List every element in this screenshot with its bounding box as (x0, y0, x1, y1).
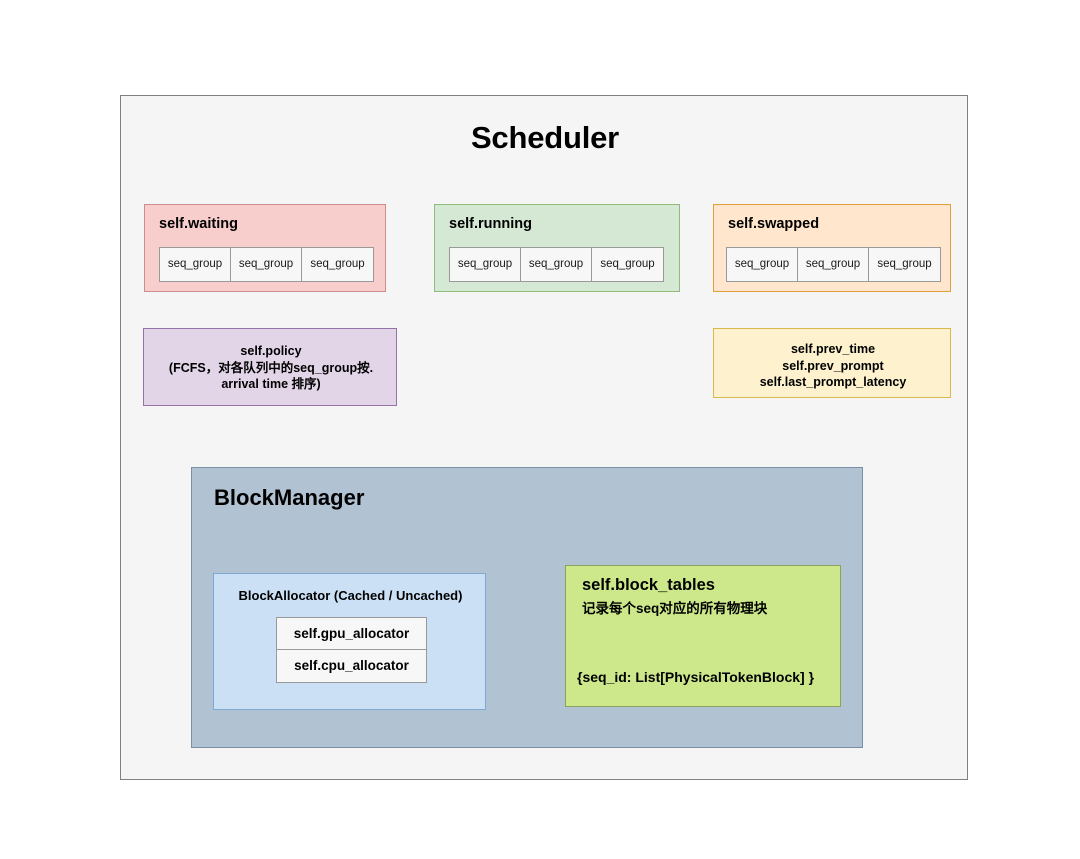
queue-box-running: self.running seq_group seq_group seq_gro… (434, 204, 680, 292)
gpu-allocator-cell: self.gpu_allocator (277, 618, 426, 650)
seq-group-row-swapped: seq_group seq_group seq_group (726, 247, 941, 282)
block-allocator-box: BlockAllocator (Cached / Uncached) self.… (213, 573, 486, 710)
timing-line-prev-prompt: self.prev_prompt (782, 358, 884, 373)
policy-box: self.policy (FCFS，对各队列中的seq_group按. arri… (143, 328, 397, 406)
seq-group-cell: seq_group (869, 248, 940, 281)
policy-text: self.policy (FCFS，对各队列中的seq_group按. arri… (168, 344, 374, 391)
block-tables-schema: {seq_id: List[PhysicalTokenBlock] } (577, 669, 815, 685)
seq-group-cell: seq_group (231, 248, 302, 281)
allocator-cell-stack: self.gpu_allocator self.cpu_allocator (276, 617, 427, 683)
block-tables-title: self.block_tables (582, 576, 715, 594)
queue-box-swapped: self.swapped seq_group seq_group seq_gro… (713, 204, 951, 292)
block-tables-subtitle: 记录每个seq对应的所有物理块 (582, 601, 768, 616)
seq-group-cell: seq_group (798, 248, 869, 281)
scheduler-container: Scheduler self.waiting seq_group seq_gro… (120, 95, 968, 780)
page-title: Scheduler (470, 120, 620, 155)
seq-group-cell: seq_group (160, 248, 231, 281)
seq-group-row-running: seq_group seq_group seq_group (449, 247, 664, 282)
queue-label-swapped: self.swapped (728, 216, 820, 232)
cpu-allocator-cell: self.cpu_allocator (277, 650, 426, 682)
block-allocator-title: BlockAllocator (Cached / Uncached) (238, 588, 463, 603)
seq-group-cell: seq_group (727, 248, 798, 281)
seq-group-cell: seq_group (521, 248, 592, 281)
queue-label-waiting: self.waiting (159, 216, 238, 232)
seq-group-cell: seq_group (450, 248, 521, 281)
seq-group-cell: seq_group (592, 248, 663, 281)
block-manager-title: BlockManager (214, 485, 365, 510)
seq-group-row-waiting: seq_group seq_group seq_group (159, 247, 374, 282)
timing-list: self.prev_time self.prev_prompt self.las… (714, 341, 952, 391)
queue-box-waiting: self.waiting seq_group seq_group seq_gro… (144, 204, 386, 292)
block-manager-container: BlockManager BlockAllocator (Cached / Un… (191, 467, 863, 748)
timing-line-prev-time: self.prev_time (790, 342, 876, 356)
seq-group-cell: seq_group (302, 248, 373, 281)
timing-box: self.prev_time self.prev_prompt self.las… (713, 328, 951, 398)
queue-label-running: self.running (449, 216, 532, 232)
timing-line-last-prompt-latency: self.last_prompt_latency (759, 375, 907, 389)
block-tables-box: self.block_tables 记录每个seq对应的所有物理块 {seq_i… (565, 565, 841, 707)
